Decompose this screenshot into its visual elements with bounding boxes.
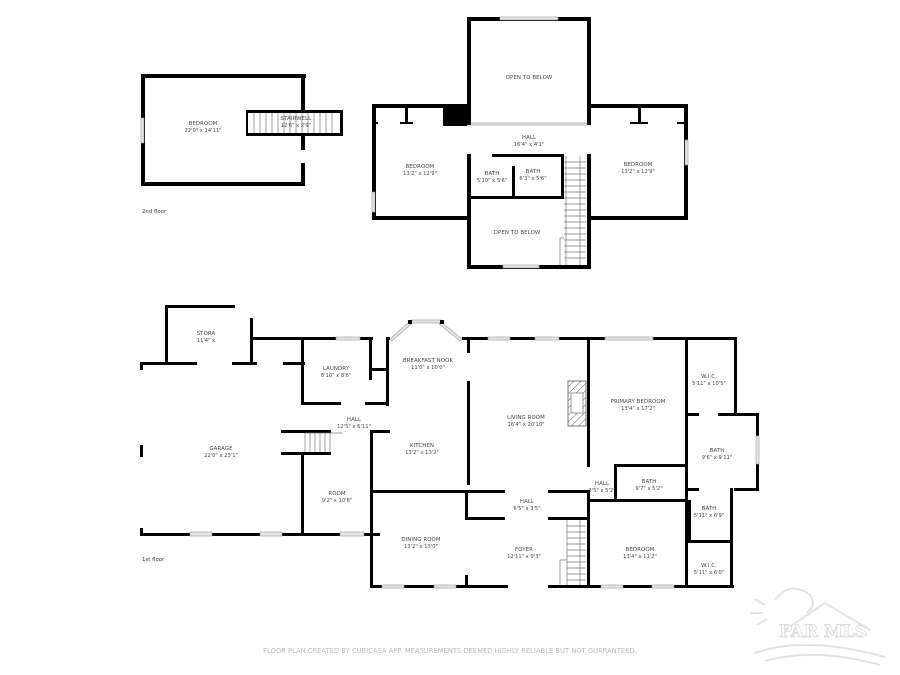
room-name: BATH — [710, 448, 725, 454]
room-name: OPEN TO BELOW — [494, 230, 541, 236]
room-name: OPEN TO BELOW — [506, 75, 553, 81]
room-dimensions: 11'4" x — [197, 338, 215, 344]
room-name: STAIRWELL — [281, 116, 312, 122]
room-dimensions: 3'5" x 5'2" — [588, 488, 615, 494]
room-name: BATH — [642, 479, 657, 485]
room-dimensions: 9'2" x 10'8" — [322, 498, 353, 504]
first-floor — [140, 305, 760, 589]
garage-stairs — [304, 432, 342, 452]
room-name: HALL — [347, 417, 361, 423]
room-name: HALL — [520, 499, 534, 505]
room-dimensions: 13'2" x 12'9" — [403, 171, 437, 177]
room-dimensions: 5'11" x 10'5" — [692, 381, 726, 387]
room-name: W.I.C. — [701, 563, 717, 569]
room-name: W.I.C. — [701, 374, 717, 380]
room-dimensions: 13'2" x 13'0" — [404, 544, 438, 550]
room-dimensions: 5'11" x 6'9" — [694, 513, 725, 519]
room-dimensions: 12'5" x 6'11" — [337, 424, 371, 430]
room-name: GARAGE — [209, 446, 233, 452]
room-name: HALL — [595, 481, 609, 487]
room-name: STORA — [197, 331, 216, 337]
room-dimensions: 22'0" x 14'11" — [184, 128, 221, 134]
room-dimensions: 6'3" x 5'6" — [519, 176, 546, 182]
room-dimensions: 6'5" x 3'5" — [513, 506, 540, 512]
room-dimensions: 5'11" x 6'0" — [694, 570, 725, 576]
foyer-stairs — [559, 520, 586, 585]
room-dimensions: 12'6" x 2'9" — [281, 123, 312, 129]
room-name: DINING ROOM — [401, 537, 441, 543]
second-floor-attic — [140, 74, 343, 186]
room-wic-secondary: W.I.C.5'11" x 6'0" — [694, 563, 725, 576]
room-dimensions: 16'4" x 4'1" — [514, 142, 545, 148]
room-dimensions: 11'0" x 10'0" — [411, 365, 445, 371]
room-dimensions: 16'4" x 20'10" — [507, 422, 544, 428]
room-name: BATH — [702, 506, 717, 512]
room-dimensions: 8'10" x 8'6" — [321, 373, 352, 379]
room-name: LIVING ROOM — [507, 415, 545, 421]
room-dimensions: 22'0" x 23'1" — [204, 453, 238, 459]
room-name: LAUNDRY — [323, 366, 350, 372]
room-dimensions: 13'4" x 17'2" — [621, 406, 655, 412]
first-floor-label: 1st floor — [142, 557, 165, 563]
room-name: BATH — [485, 171, 500, 177]
room-name: BEDROOM — [189, 121, 218, 127]
room-dimensions: 13'4" x 11'2" — [623, 554, 657, 560]
room-dimensions: 9'6" x 9'11" — [702, 455, 733, 461]
room-name: BEDROOM — [624, 162, 653, 168]
room-dimensions: 13'2" x 12'9" — [621, 169, 655, 175]
room-name: KITCHEN — [410, 443, 434, 449]
room-name: HALL — [522, 135, 536, 141]
room-dimensions: 12'11" x 9'3" — [507, 554, 541, 560]
room-name: ROOM — [328, 491, 346, 497]
upper-stairs — [559, 156, 586, 265]
watermark-text: PAR MLS — [779, 622, 867, 642]
room-open-to-below-top: OPEN TO BELOW — [506, 75, 553, 81]
room-name: BATH — [526, 169, 541, 175]
disclaimer-text: FLOOR PLAN CREATED BY CUBICASA APP. MEAS… — [263, 647, 637, 655]
par-mls-watermark-logo-icon: PAR MLS — [751, 587, 886, 666]
room-name: BREAKFAST NOOK — [403, 358, 454, 364]
room-wic-primary: W.I.C.5'11" x 10'5" — [692, 374, 726, 387]
stairwell-stairs — [253, 113, 333, 133]
room-name: BEDROOM — [626, 547, 655, 553]
room-name: FOYER — [515, 547, 533, 553]
room-name: BEDROOM — [406, 164, 435, 170]
second-floor-main — [371, 16, 689, 269]
second-floor-label: 2nd floor — [142, 209, 167, 215]
room-dimensions: 13'2" x 13'2" — [405, 450, 439, 456]
room-dimensions: 5'10" x 5'6" — [477, 178, 508, 184]
room-dimensions: 9'7" x 5'2" — [635, 486, 662, 492]
room-open-to-below-bottom: OPEN TO BELOW — [494, 230, 541, 236]
room-name: PRIMARY BEDROOM — [611, 399, 666, 405]
